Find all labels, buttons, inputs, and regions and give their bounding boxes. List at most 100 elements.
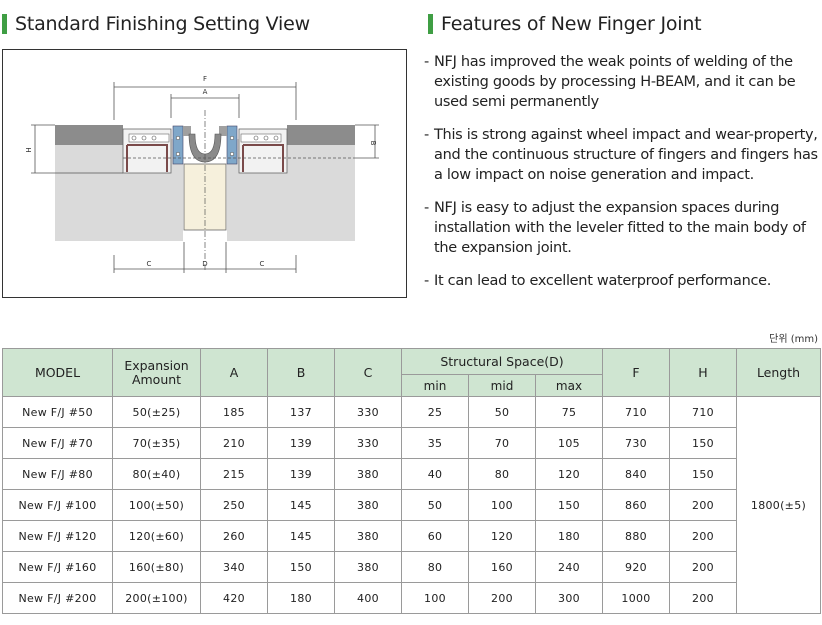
cell-f: 860 (602, 489, 670, 521)
cell-model: New F/J #80 (2, 458, 113, 490)
cell-b: 145 (267, 520, 335, 552)
cell-max: 105 (535, 427, 603, 459)
header-model: MODEL (2, 348, 113, 397)
features-title: Features of New Finger Joint (441, 13, 702, 35)
cell-expansion: 120(±60) (112, 520, 201, 552)
cell-expansion: 200(±100) (112, 582, 201, 614)
header-h: H (669, 348, 737, 397)
header-min: min (401, 374, 469, 397)
dimension-c-right-label: C (260, 260, 265, 268)
cell-h: 200 (669, 551, 737, 583)
setting-view-heading: Standard Finishing Setting View (2, 11, 310, 37)
header-b: B (267, 348, 335, 397)
feature-list: -NFJ has improved the weak points of wel… (424, 52, 820, 304)
cell-mid: 80 (468, 458, 536, 490)
cell-model: New F/J #70 (2, 427, 113, 459)
cell-c: 380 (334, 520, 402, 552)
cell-model: New F/J #200 (2, 582, 113, 614)
cell-mid: 120 (468, 520, 536, 552)
heading-accent-bar (2, 14, 7, 34)
cell-max: 150 (535, 489, 603, 521)
dimension-c-left-label: C (147, 260, 152, 268)
cell-h: 200 (669, 582, 737, 614)
cell-f: 920 (602, 551, 670, 583)
cell-f: 730 (602, 427, 670, 459)
rubber-seal (188, 133, 222, 163)
cell-f: 880 (602, 520, 670, 552)
header-f: F (602, 348, 670, 397)
cell-model: New F/J #160 (2, 551, 113, 583)
cell-a: 250 (200, 489, 268, 521)
cell-mid: 70 (468, 427, 536, 459)
table-row: New F/J #50 50(±25) 185 137 330 25 50 75… (2, 396, 821, 614)
cell-expansion: 100(±50) (112, 489, 201, 521)
cell-expansion: 160(±80) (112, 551, 201, 583)
cell-model: New F/J #120 (2, 520, 113, 552)
cell-c: 330 (334, 427, 402, 459)
cell-a: 420 (200, 582, 268, 614)
cell-max: 300 (535, 582, 603, 614)
cell-min: 35 (401, 427, 469, 459)
cell-a: 215 (200, 458, 268, 490)
cell-max: 240 (535, 551, 603, 583)
cell-a: 260 (200, 520, 268, 552)
cell-min: 80 (401, 551, 469, 583)
cell-b: 139 (267, 458, 335, 490)
feature-item: -This is strong against wheel impact and… (424, 127, 818, 183)
right-pavement (287, 125, 355, 145)
header-max: max (535, 374, 603, 397)
dimension-a (170, 94, 240, 118)
expansion-gap (183, 163, 227, 231)
dimension-b-label: B (369, 141, 377, 146)
joint-cross-section-drawing: F A (25, 75, 379, 273)
unit-note: 단위 (mm) (769, 334, 818, 345)
cell-expansion: 80(±40) (112, 458, 201, 490)
dimension-f (113, 82, 297, 120)
cell-b: 180 (267, 582, 335, 614)
cell-h: 150 (669, 458, 737, 490)
cell-min: 50 (401, 489, 469, 521)
cell-max: 120 (535, 458, 603, 490)
cell-f: 840 (602, 458, 670, 490)
cell-c: 380 (334, 458, 402, 490)
cell-min: 25 (401, 396, 469, 428)
cell-min: 100 (401, 582, 469, 614)
cell-f: 710 (602, 396, 670, 428)
cell-min: 40 (401, 458, 469, 490)
header-structural-space: Structural Space(D) (401, 348, 603, 375)
features-heading: Features of New Finger Joint (428, 11, 702, 37)
cell-mid: 200 (468, 582, 536, 614)
dimension-d-label: D (202, 260, 207, 268)
setting-view-title: Standard Finishing Setting View (15, 13, 310, 35)
left-pavement (55, 125, 123, 145)
cell-c: 380 (334, 551, 402, 583)
setting-view-diagram: F A (2, 49, 407, 298)
table-row: New F/J #120 120(±60) 260 145 380 60 120… (2, 520, 821, 552)
cell-a: 210 (200, 427, 268, 459)
cell-a: 340 (200, 551, 268, 583)
dimension-c-d (113, 242, 297, 273)
cell-c: 380 (334, 489, 402, 521)
cell-expansion: 70(±35) (112, 427, 201, 459)
heading-accent-bar (428, 14, 433, 34)
header-length: Length (736, 348, 821, 397)
dimension-h (31, 124, 123, 174)
feature-item: -NFJ has improved the weak points of wel… (424, 54, 796, 110)
feature-item: -NFJ is easy to adjust the expansion spa… (424, 200, 806, 256)
cell-h: 200 (669, 520, 737, 552)
header-expansion: Expansion Amount (112, 348, 201, 397)
cell-b: 139 (267, 427, 335, 459)
cell-b: 150 (267, 551, 335, 583)
dimension-b (355, 124, 379, 159)
cell-c: 330 (334, 396, 402, 428)
table-row: New F/J #200 200(±100) 420 180 400 100 2… (2, 582, 821, 614)
cell-mid: 50 (468, 396, 536, 428)
header-mid: mid (468, 374, 536, 397)
table-row: New F/J #160 160(±80) 340 150 380 80 160… (2, 551, 821, 583)
header-c: C (334, 348, 402, 397)
dimension-h-label: H (25, 147, 33, 152)
cell-h: 710 (669, 396, 737, 428)
left-h-beam (172, 125, 184, 165)
header-a: A (200, 348, 268, 397)
cell-h: 150 (669, 427, 737, 459)
